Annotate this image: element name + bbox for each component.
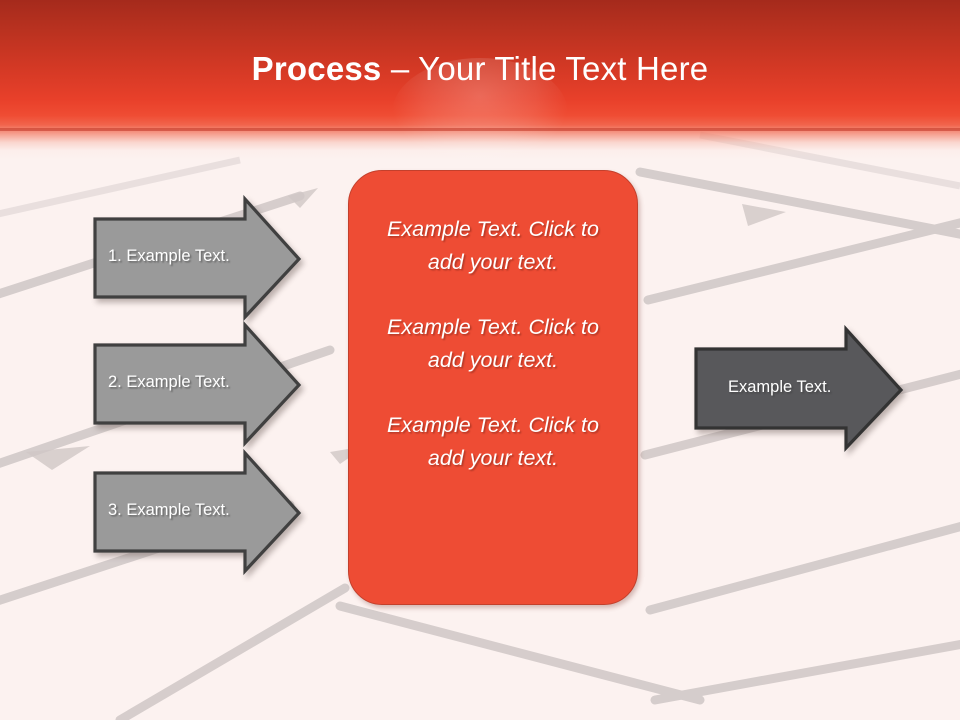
input-arrow-2[interactable]: 2. Example Text. [92,320,304,448]
header-bottom-rule [0,128,960,131]
center-paragraph-3[interactable]: Example Text. Click to add your text. [387,413,599,470]
input-arrow-1[interactable]: 1. Example Text. [92,194,304,322]
output-arrow[interactable]: Example Text. [693,324,907,453]
input-arrow-3[interactable]: 3. Example Text. [92,448,304,576]
title-header-band [0,0,960,160]
center-content-box[interactable]: Example Text. Click to add your text. Ex… [348,170,638,605]
page-title-rest: – Your Title Text Here [381,50,709,87]
center-paragraph-1[interactable]: Example Text. Click to add your text. [387,217,599,274]
page-title: Process – Your Title Text Here [0,50,960,88]
center-paragraph-2[interactable]: Example Text. Click to add your text. [387,315,599,372]
page-title-bold: Process [251,50,382,87]
